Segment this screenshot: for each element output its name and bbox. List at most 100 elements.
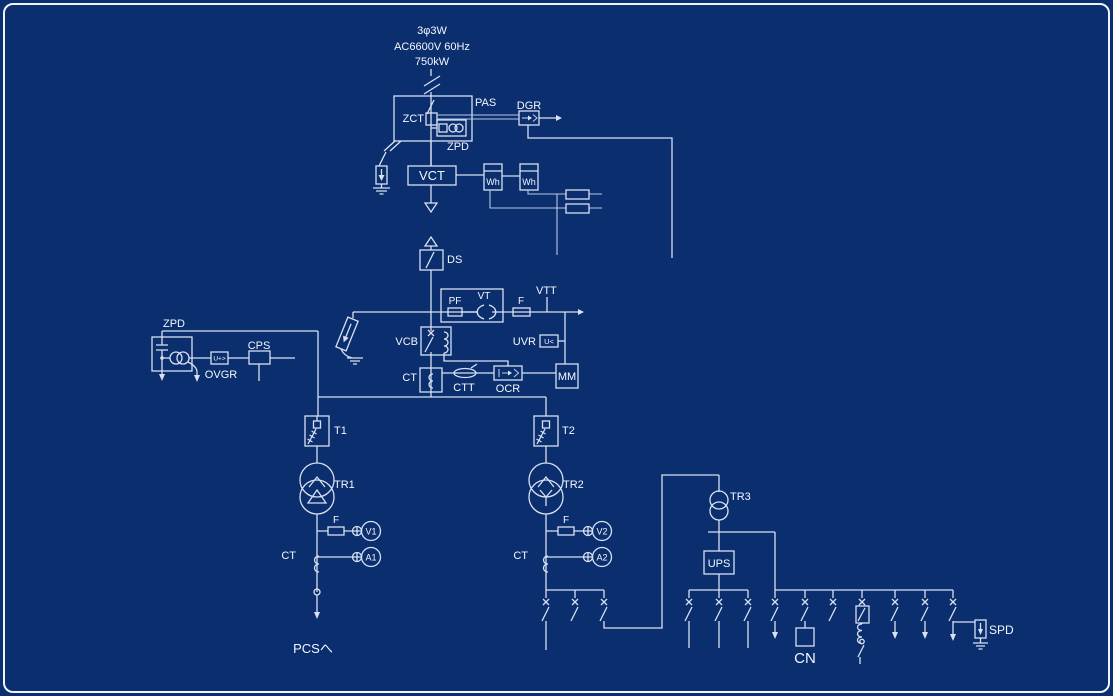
right-bus [774, 532, 953, 591]
resistor-icon [565, 189, 590, 200]
breaker-icon-x [858, 598, 866, 606]
terminal-cross [352, 526, 362, 536]
ovgr-symbol: U+> [213, 356, 225, 363]
pcs-arrowhead [314, 612, 320, 619]
t2-label: T2 [562, 425, 575, 437]
lower-switch-icon [857, 644, 865, 664]
spd-branch: SPD [948, 590, 1014, 650]
zpd-pas-label: ZPD [447, 141, 469, 153]
vt-fuse-icon [512, 307, 531, 317]
spd-label: SPD [989, 623, 1014, 637]
vcb-label: VCB [395, 336, 418, 348]
v1-meter [360, 520, 382, 542]
zpd-discharge-lead [187, 361, 198, 376]
feeder-arrowhead [950, 634, 956, 641]
feeder-arrowhead [772, 632, 778, 639]
zpd-tap-run [162, 330, 319, 416]
connector-triangle-down [423, 202, 439, 214]
wh2-meter-box [519, 163, 539, 191]
ocr-label: OCR [496, 383, 521, 395]
right-panel: CN SPD [770, 532, 1014, 667]
tr3-label: TR3 [730, 491, 751, 503]
vt-branch: PF VT F VTT [353, 285, 584, 323]
ovgr-label: OVGR [205, 369, 237, 381]
uvr-symbol: U< [544, 337, 554, 346]
connector-triangle-up [423, 235, 439, 247]
la-body [335, 316, 359, 352]
zpd-arrow-down [159, 374, 165, 381]
vcb: VCB [395, 326, 509, 368]
resistor-icon [565, 203, 590, 214]
breaker-icon [541, 590, 550, 650]
vt-label: VT [478, 291, 491, 302]
incoming-phase-label: 3φ3W [417, 25, 447, 37]
tr2-label: TR2 [563, 479, 584, 491]
incoming-voltage-label: AC6600V 60Hz [394, 41, 470, 53]
t1-branch: T1 TR1 F V1 A1 CT PCSへ [281, 415, 382, 656]
zpd-element-icon [438, 123, 448, 133]
mm-label: MM [558, 371, 576, 383]
dgr-label: DGR [517, 100, 542, 112]
line-break-symbol [423, 69, 441, 96]
ds-label: DS [447, 254, 462, 266]
ocr-symbol [498, 369, 509, 377]
breaker-icon [948, 590, 957, 635]
t1-lbs-icon [307, 428, 317, 445]
enclosed-switch-icon [857, 607, 866, 624]
la-arrowhead [343, 335, 349, 343]
feeder-arrowhead [892, 632, 898, 639]
v2-meter [591, 520, 613, 542]
tr1-delta-mark [306, 488, 328, 504]
vt-fuse-label: F [518, 296, 524, 307]
spd-arrowhead [978, 629, 983, 635]
tr1-primary-winding-icon [299, 462, 335, 498]
tr2-wye-mark [539, 489, 553, 506]
contact-circle [859, 638, 865, 645]
vct-metering: VCT Wh Wh [407, 163, 602, 255]
ds-section: DS [419, 185, 462, 327]
vcb-trip-coil-icon [443, 331, 449, 354]
t1-label: T1 [334, 425, 347, 437]
vcb-trip-line [443, 353, 509, 366]
zpd-coil-icon [169, 351, 183, 365]
v2-label: V2 [596, 527, 607, 537]
vct-label: VCT [419, 168, 445, 183]
zpd-capacitor-icon [156, 331, 168, 366]
pf-label: PF [449, 296, 462, 307]
uvr-label: UVR [513, 336, 536, 348]
breaker-icon [684, 590, 693, 648]
wh1-label: Wh [486, 177, 500, 187]
ct-coil-icon [428, 373, 434, 389]
coil-icon [856, 623, 863, 645]
wh1-meter-box [483, 163, 503, 191]
t2-fuse-square-icon [541, 420, 551, 429]
tr3-primary-winding-icon [709, 490, 729, 510]
wh2-label: Wh [522, 177, 536, 187]
terminal-cross [352, 552, 362, 562]
cps-box [248, 350, 271, 365]
resistor-leads [557, 193, 602, 209]
dgr-relay: DGR [437, 100, 673, 258]
ct2-label: CT [513, 550, 528, 562]
ct-main-label: CT [402, 372, 417, 384]
cps-label: CPS [248, 340, 271, 352]
breaker-icon [743, 590, 752, 648]
uvr-mm: U< UVR MM [513, 312, 579, 389]
pas-arrester [373, 140, 402, 195]
ds-box [419, 249, 444, 271]
ct1-coil-icon [313, 555, 320, 573]
dgr-symbol-chevron [532, 114, 538, 122]
a2-meter [591, 546, 613, 568]
t2-lv-panel [541, 474, 719, 650]
pas-label: PAS [475, 97, 496, 109]
zpd-left-box [151, 336, 193, 372]
la-body-icon [335, 316, 359, 352]
zpd-ovgr-cps: ZPD U+> OVGR CPS [151, 318, 319, 416]
zpd-coil-icon [454, 123, 464, 133]
vtt-label: VTT [536, 285, 557, 297]
ctt-tick [470, 363, 478, 369]
cn-box [795, 627, 815, 647]
lighting-branch [855, 590, 870, 664]
mm-box [555, 363, 579, 389]
